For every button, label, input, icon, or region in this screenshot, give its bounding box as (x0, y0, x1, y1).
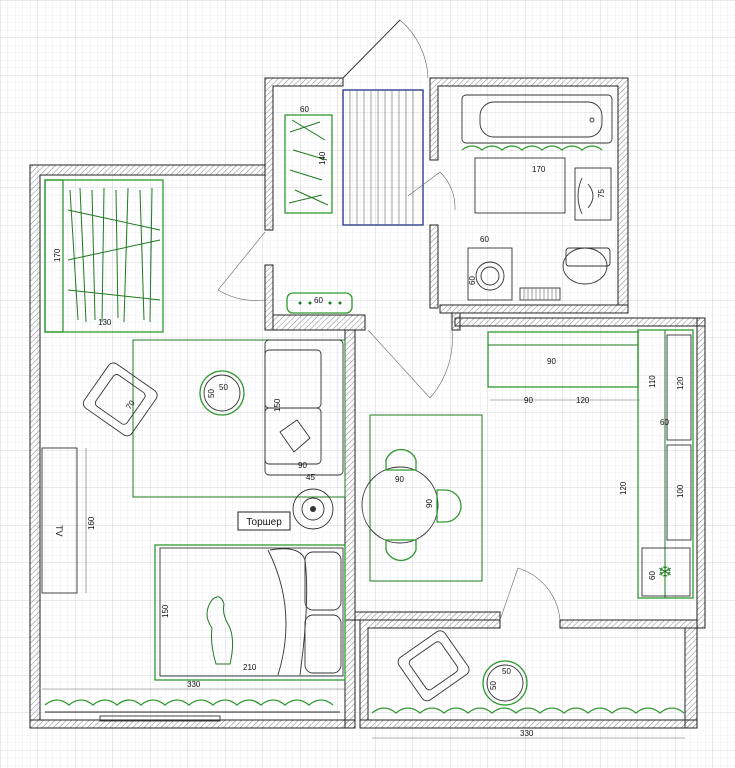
floor-lamp-label: Торшер (246, 517, 282, 528)
bedroom-radiator (99, 715, 221, 722)
dim-kitchen-side-60: 60 (660, 418, 669, 427)
dim-kitchen-side-110: 110 (648, 375, 657, 388)
dim-dining-table-h: 90 (425, 499, 434, 508)
bedroom-wardrobe: 170 130 (44, 179, 164, 333)
sink: 75 (574, 167, 612, 221)
dim-balcony-table: 50 (502, 667, 511, 676)
dim-coffee-table-h: 50 (207, 389, 216, 398)
dim-wardrobe-entry-w: 60 (300, 105, 309, 114)
dim-kitchen-cab-a: 90 (524, 396, 533, 405)
washing-machine: 60 60 (467, 235, 513, 301)
hall-doors (217, 171, 456, 399)
dining-table: 90 90 (361, 448, 462, 562)
bed: 150 210 (154, 544, 346, 681)
dim-bedroom-w: 330 (187, 680, 201, 689)
bathtub (461, 94, 613, 144)
dim-balcony-w: 330 (520, 729, 534, 738)
dim-kitchen-side-120a: 120 (676, 376, 685, 390)
walls (29, 77, 706, 729)
dim-kitchen-side-100: 100 (676, 484, 685, 498)
dim-bed-l: 210 (243, 663, 257, 672)
dim-bench-w: 60 (314, 296, 323, 305)
dim-dining-table-w: 90 (395, 475, 404, 484)
dim-tv-wall: 160 (87, 516, 96, 530)
dim-fridge: 60 (648, 571, 657, 580)
toilet (562, 247, 611, 285)
coffee-table: 50 50 (199, 370, 245, 416)
dim-wardrobe-entry-h: 140 (318, 151, 327, 165)
bedroom-curtain (44, 699, 340, 713)
dim-balcony-table-h: 50 (489, 681, 498, 690)
floor-lamp-label-box (237, 511, 291, 531)
dim-sink-w: 75 (597, 189, 606, 198)
dim-bedroom-wardrobe-w: 130 (98, 318, 112, 327)
tv-label: TV (54, 525, 64, 537)
dim-bed-w: 150 (161, 604, 170, 618)
kitchen-counter-dims: 90 120 (490, 396, 640, 405)
bath-curtain (461, 145, 603, 151)
snowflake-icon: ❄ (657, 562, 672, 582)
dim-kitchen-top-w: 90 (547, 357, 556, 366)
dim-washer-h: 60 (468, 276, 477, 285)
dim-bedroom-wardrobe-h: 170 (53, 248, 62, 262)
dim-bath-w: 170 (532, 165, 546, 174)
balcony-curtain (371, 707, 685, 714)
bath-mat: 170 (474, 157, 566, 214)
entry-wardrobe: 60 140 (284, 105, 333, 214)
tv-stand: TV 160 (41, 447, 96, 594)
floor-lamp (292, 488, 334, 530)
dining-rug (369, 414, 483, 582)
living-rug (132, 339, 346, 498)
dim-sofa-arm: 45 (306, 473, 315, 482)
sofa: 150 90 45 (264, 339, 344, 482)
hall-bench: 60 (286, 292, 353, 314)
radiator-bath (519, 287, 561, 301)
dim-washer-w: 60 (480, 235, 489, 244)
dim-kitchen-side-120b: 120 (619, 481, 628, 495)
kitchen-balcony-door (499, 567, 561, 621)
stair-lift-zone (342, 89, 424, 226)
entry-door (342, 19, 429, 79)
dim-sofa-w: 90 (298, 461, 307, 470)
balcony-armchair (397, 630, 470, 702)
dim-kitchen-cab-b: 120 (576, 396, 590, 405)
kitchen-counter: 110 120 60 120 100 (619, 329, 694, 599)
stair-lines (349, 90, 414, 225)
dim-coffee-table: 50 (219, 383, 228, 392)
balcony-table: 50 50 (482, 660, 528, 706)
fridge: ❄ 60 (641, 547, 691, 597)
dim-sofa-h: 150 (273, 398, 282, 412)
